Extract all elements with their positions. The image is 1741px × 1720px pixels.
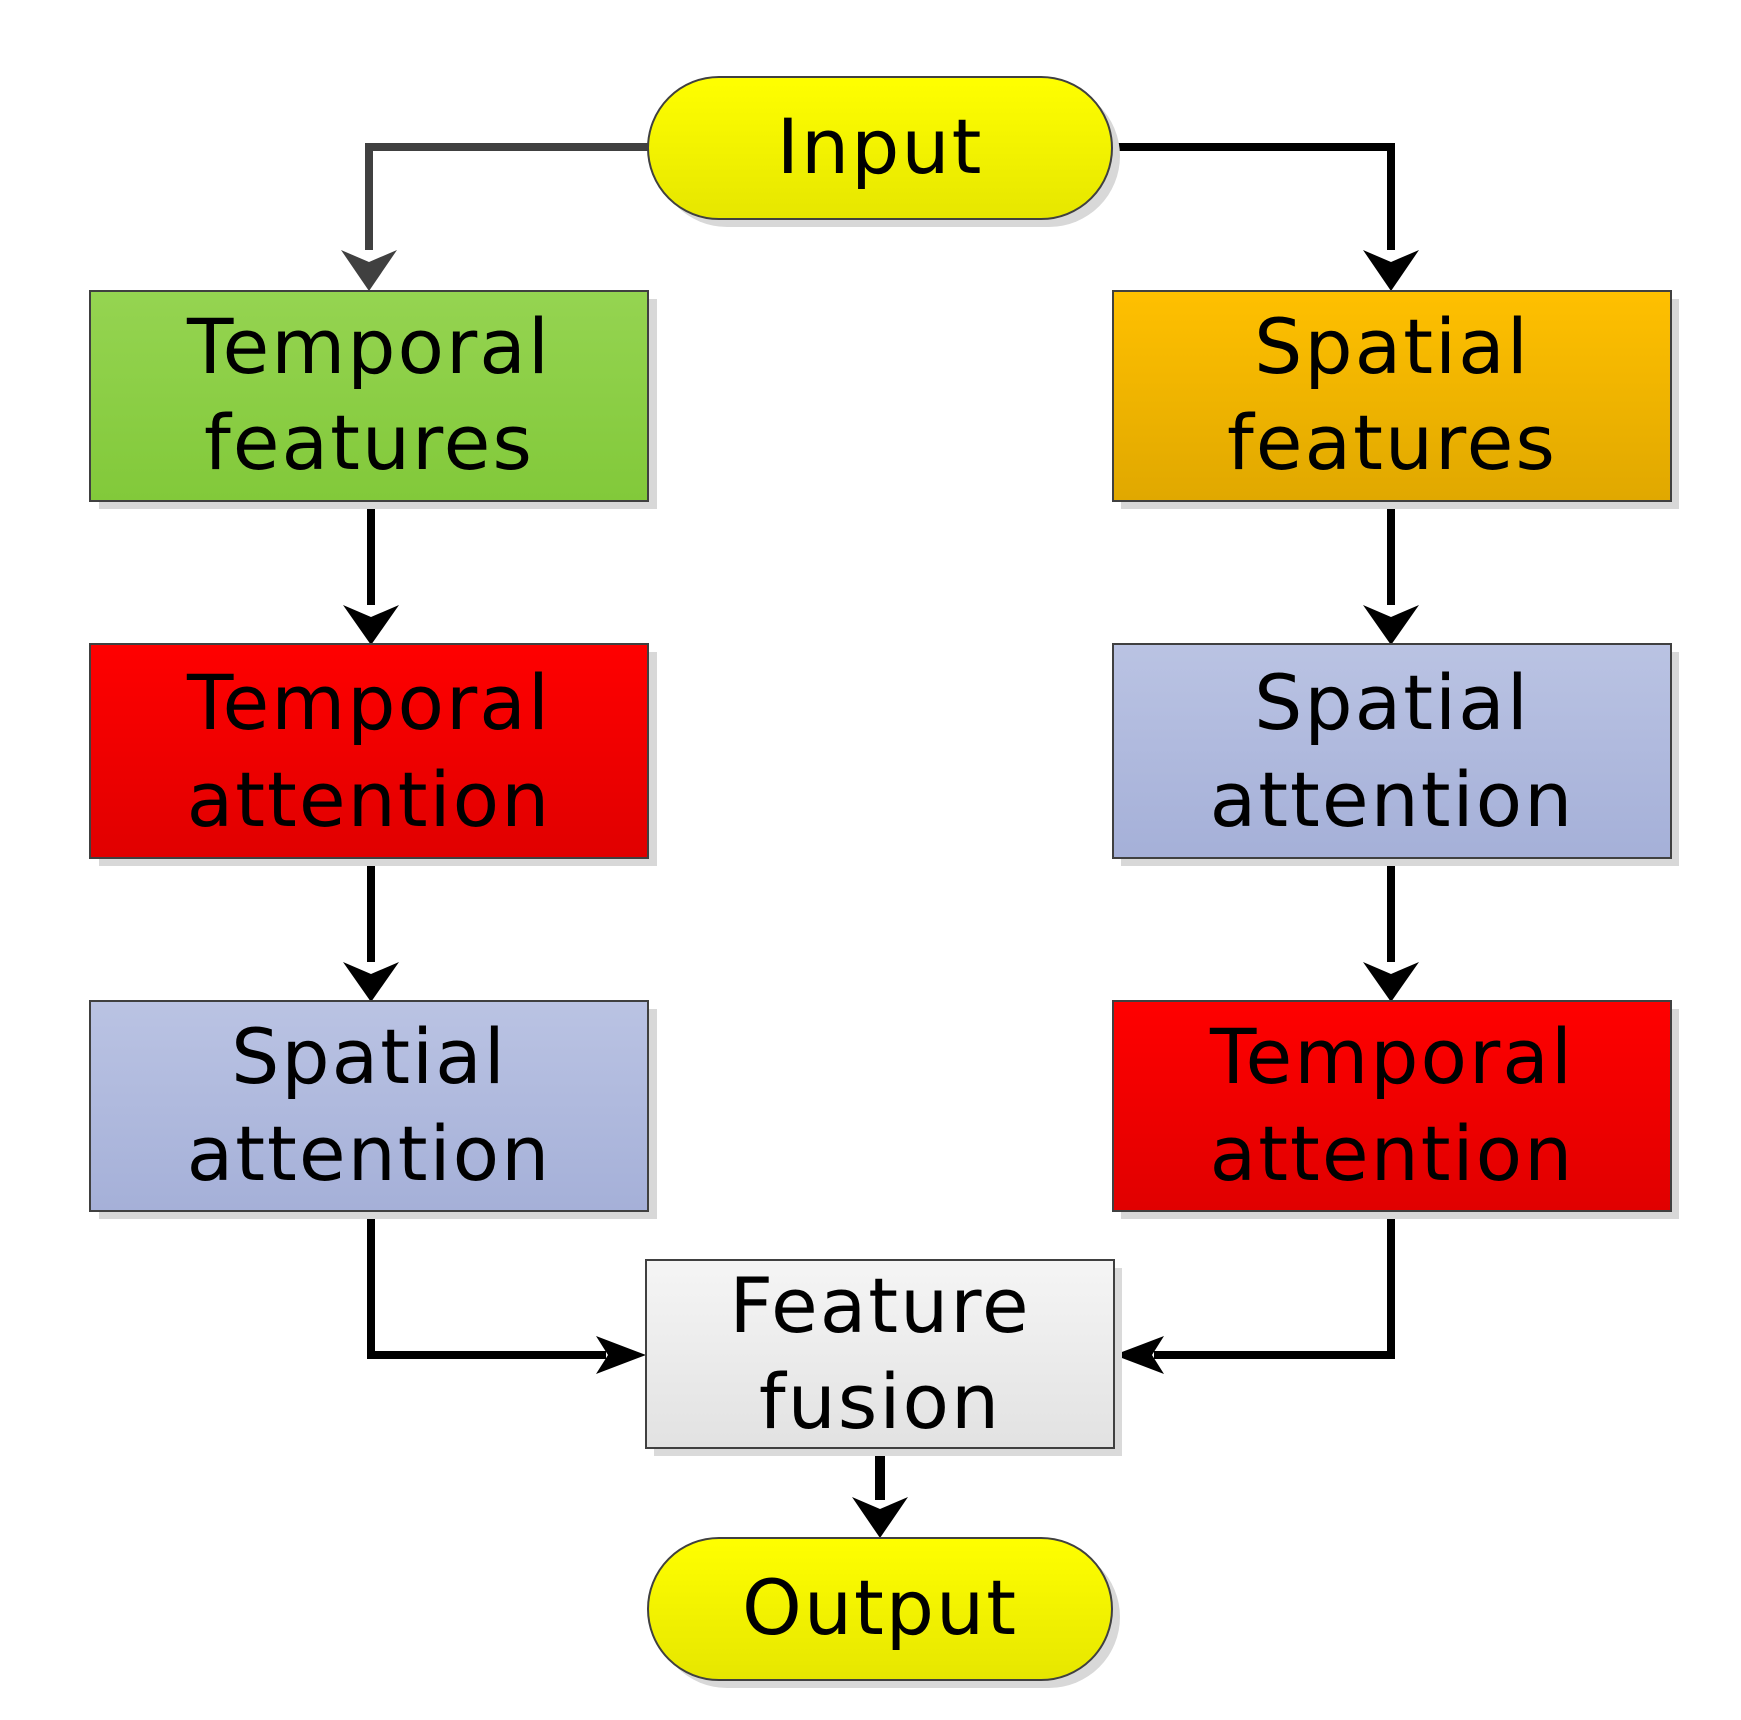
edge-spatial-attention-to-temporal-attention	[1363, 858, 1419, 1002]
edge-input-to-spatial-features	[1112, 143, 1419, 291]
arrowhead-icon	[1363, 962, 1419, 1002]
left-spatial-attention-line1: Spatial	[231, 1012, 507, 1101]
spatial-features-node: Spatial features	[1112, 290, 1679, 509]
edge-input-to-temporal-features	[341, 143, 648, 291]
left-temporal-attention-line2: attention	[187, 755, 552, 844]
feature-fusion-line1: Feature	[729, 1261, 1030, 1350]
edge-temporal-attention-to-spatial-attention	[343, 858, 399, 1002]
spatial-features-line2: features	[1227, 398, 1557, 487]
right-temporal-attention-line1: Temporal	[1209, 1012, 1574, 1101]
edge-right-to-feature-fusion	[1114, 1213, 1395, 1374]
temporal-features-line2: features	[204, 398, 534, 487]
left-spatial-attention-node: Spatial attention	[89, 1000, 657, 1219]
spatial-features-line1: Spatial	[1254, 302, 1530, 391]
arrowhead-icon	[343, 605, 399, 645]
arrowhead-icon	[341, 250, 397, 291]
arrowhead-icon	[1114, 1336, 1164, 1374]
left-temporal-attention-node: Temporal attention	[89, 643, 657, 866]
arrowhead-icon	[852, 1497, 908, 1538]
right-spatial-attention-line1: Spatial	[1254, 658, 1530, 747]
edges	[341, 143, 1419, 1538]
arrowhead-icon	[1363, 605, 1419, 645]
edge-spatial-features-to-spatial-attention	[1363, 503, 1419, 645]
right-spatial-attention-node: Spatial attention	[1112, 643, 1679, 866]
right-temporal-attention-line2: attention	[1210, 1109, 1575, 1198]
temporal-features-node: Temporal features	[89, 290, 657, 509]
feature-fusion-node: Feature fusion	[645, 1259, 1122, 1456]
feature-fusion-line2: fusion	[759, 1357, 1001, 1446]
right-temporal-attention-node: Temporal attention	[1112, 1000, 1679, 1219]
temporal-features-line1: Temporal	[186, 302, 551, 391]
edge-temporal-features-to-temporal-attention	[343, 503, 399, 645]
output-node: Output	[647, 1537, 1120, 1688]
input-label: Input	[777, 102, 984, 191]
arrowhead-icon	[343, 962, 399, 1002]
input-node: Input	[647, 76, 1120, 227]
edge-left-to-feature-fusion	[367, 1213, 646, 1374]
right-spatial-attention-line2: attention	[1210, 755, 1575, 844]
left-spatial-attention-line2: attention	[187, 1109, 552, 1198]
output-label: Output	[742, 1563, 1018, 1652]
left-temporal-attention-line1: Temporal	[186, 658, 551, 747]
arrowhead-icon	[1363, 250, 1419, 291]
arrowhead-icon	[596, 1336, 646, 1374]
edge-feature-fusion-to-output	[852, 1448, 908, 1538]
